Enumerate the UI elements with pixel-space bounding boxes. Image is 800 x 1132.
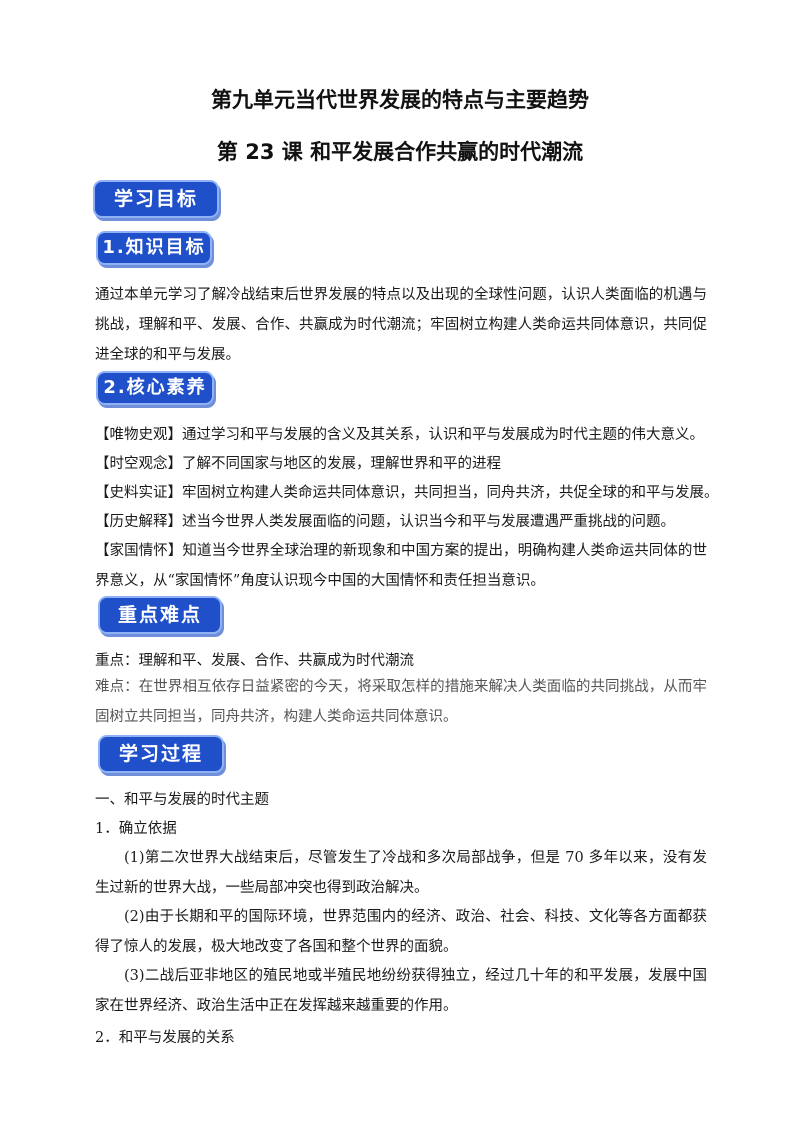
process-point: (3)二战后亚非地区的殖民地或半殖民地纷纷获得独立，经过几十年的和平发展，发展中… xyxy=(95,968,707,1014)
process-subheading: 2．和平与发展的关系 xyxy=(95,1030,235,1046)
literacy-item: 【唯物史观】通过学习和平与发展的含义及其关系，认识和平与发展成为时代主题的伟大意… xyxy=(95,427,704,443)
literacy-item: 【历史解释】述当今世界人类发展面临的问题，认识当今和平与发展遭遇严重挑战的问题。 xyxy=(95,514,675,530)
core-literacy-banner: 2.核心素养 xyxy=(98,373,212,403)
literacy-item: 【家国情怀】知道当今世界全球治理的新现象和中国方案的提出，明确构建人类命运共同体… xyxy=(95,543,707,589)
lesson-title: 第 23 课 和平发展合作共赢的时代潮流 xyxy=(216,140,584,164)
literacy-item: 【史料实证】牢固树立构建人类命运共同体意识，共同担当，同舟共济，共促全球的和平与… xyxy=(95,485,719,501)
process-heading: 一、和平与发展的时代主题 xyxy=(95,792,269,808)
literacy-item: 【时空观念】了解不同国家与地区的发展，理解世界和平的进程 xyxy=(95,456,501,472)
unit-title: 第九单元当代世界发展的特点与主要趋势 xyxy=(211,88,589,112)
difficult-point-text: 难点：在世界相互依存日益紧密的今天，将采取怎样的措施来解决人类面临的共同挑战，从… xyxy=(95,679,707,725)
learning-process-banner: 学习过程 xyxy=(100,737,222,771)
process-subheading: 1．确立依据 xyxy=(95,821,177,837)
learning-goals-banner: 学习目标 xyxy=(95,182,217,216)
process-point: (2)由于长期和平的国际环境，世界范围内的经济、政治、社会、科技、文化等各方面都… xyxy=(95,909,707,955)
key-points-banner: 重点难点 xyxy=(100,598,220,632)
knowledge-goals-text: 通过本单元学习了解冷战结束后世界发展的特点以及出现的全球性问题，认识人类面临的机… xyxy=(95,287,707,363)
process-point: (1)第二次世界大战结束后，尽管发生了冷战和多次局部战争，但是 70 多年以来，… xyxy=(95,850,707,896)
knowledge-goals-banner: 1.知识目标 xyxy=(98,233,210,263)
key-point-text: 重点：理解和平、发展、合作、共赢成为时代潮流 xyxy=(95,653,414,669)
